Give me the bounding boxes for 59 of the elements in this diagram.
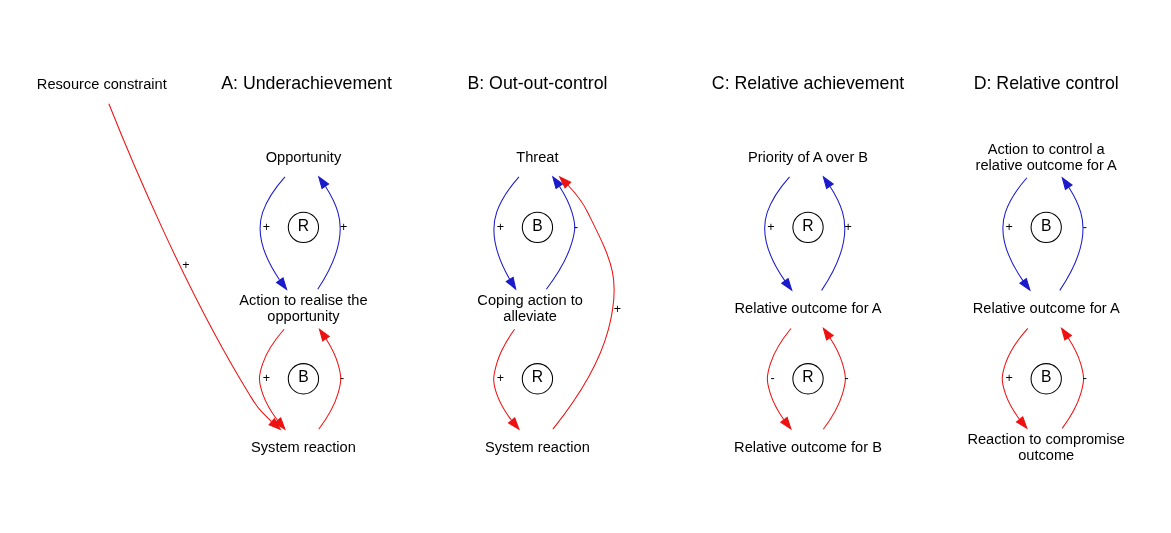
label: R — [802, 216, 814, 234]
arrow — [493, 328, 520, 430]
edge-label: - — [1082, 219, 1087, 234]
arrow — [545, 175, 576, 290]
arrow — [1002, 176, 1031, 291]
node-text: Relative outcome for A — [734, 299, 882, 316]
arrow — [1059, 175, 1084, 291]
edge-label: + — [182, 257, 190, 272]
arrow — [1060, 326, 1085, 429]
node-text: Relative outcome for A — [972, 299, 1120, 316]
edge-label: - — [844, 370, 849, 385]
label: C: Relative achievement — [711, 72, 905, 93]
node-text: System reaction — [251, 438, 356, 455]
node-text: Action to realise the opportunity — [239, 291, 368, 324]
node-text: System reaction — [485, 438, 590, 455]
label: D: Relative control — [973, 72, 1119, 93]
arrow — [493, 175, 520, 290]
node-text: Priority of A over B — [747, 148, 869, 165]
label: A: Underachievement — [221, 72, 392, 93]
edge-label: + — [496, 219, 505, 234]
edge-label: - — [1082, 370, 1087, 385]
arrow — [318, 327, 342, 430]
node-text: Threat — [516, 148, 559, 165]
label: R — [531, 367, 544, 385]
label: B: Out-out-control — [467, 72, 608, 93]
label: B — [298, 367, 309, 385]
arrow — [108, 102, 282, 430]
arrow — [552, 175, 615, 430]
arrow — [764, 175, 793, 291]
edge-label: + — [339, 219, 348, 234]
edge-label: - — [340, 370, 345, 385]
arrow — [766, 327, 792, 430]
edge-label: - — [770, 370, 775, 385]
label: R — [297, 216, 310, 234]
arrow — [822, 326, 846, 430]
arrow — [258, 328, 286, 430]
node-text: Coping action to alleviate — [477, 291, 583, 324]
label: R — [802, 367, 814, 385]
edge-label: + — [262, 219, 270, 234]
node-text: Action to control a relative outcome for A — [975, 140, 1117, 173]
node-text: Reaction to compromise outcome — [967, 430, 1125, 463]
edge-label: - — [574, 219, 579, 234]
node-text: Relative outcome for B — [734, 438, 882, 455]
label: B — [1040, 216, 1052, 234]
label: B — [1040, 367, 1052, 385]
label: B — [532, 216, 543, 234]
arrow — [259, 175, 288, 291]
edge-label: + — [262, 370, 270, 385]
arrow — [821, 175, 846, 291]
edge-label: + — [613, 301, 622, 316]
edge-label: + — [1005, 219, 1013, 234]
edge-label: + — [844, 219, 852, 234]
edge-label: + — [767, 219, 775, 234]
arrow — [1001, 327, 1029, 430]
edge-label: + — [1005, 370, 1013, 385]
edge-label: + — [496, 370, 505, 385]
node-text: Opportunity — [265, 148, 342, 165]
node-text: Resource constraint — [36, 75, 167, 92]
arrow — [317, 175, 341, 290]
